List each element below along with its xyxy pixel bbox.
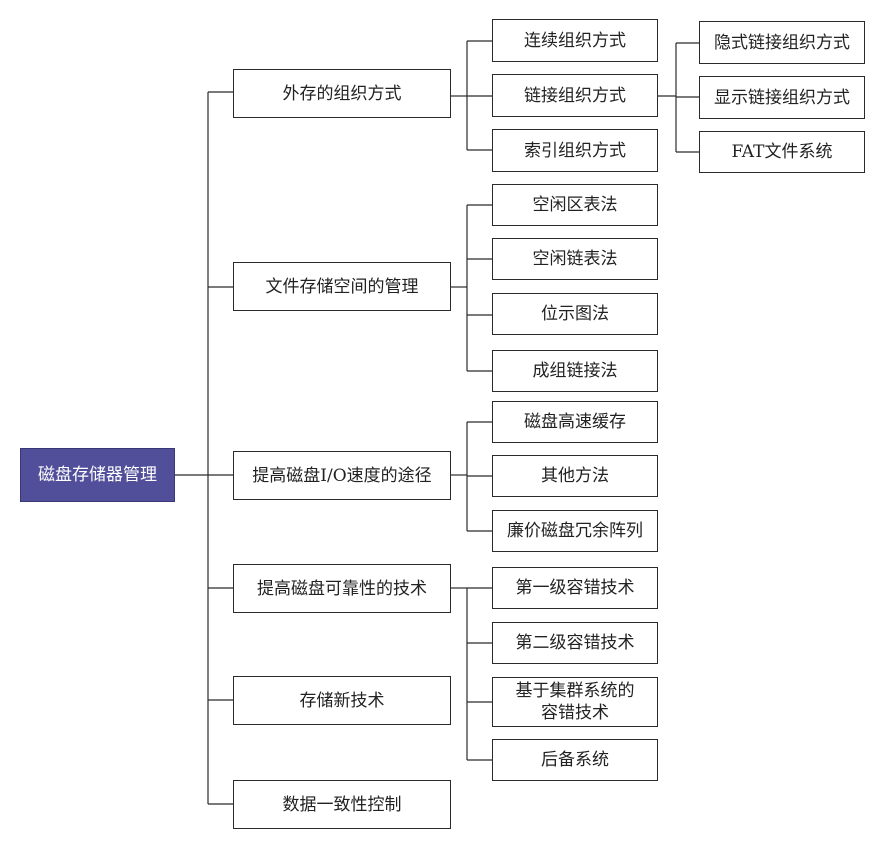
leaf-node-sft-level1: 第一级容错技术 [492,567,658,609]
leaf-node-contiguous: 连续组织方式 [492,19,658,62]
leaf-node-bitmap: 位示图法 [492,293,658,335]
leaf-node-raid: 廉价磁盘冗余阵列 [492,510,658,552]
leaf-node-other-methods: 其他方法 [492,455,658,497]
branch-node-new-storage-tech: 存储新技术 [233,676,451,725]
branch-node-reliability: 提高磁盘可靠性的技术 [233,564,451,613]
branch-node-data-consistency: 数据一致性控制 [233,780,451,829]
leaf-node-free-list: 空闲链表法 [492,238,658,280]
leaf-node-disk-cache: 磁盘高速缓存 [492,401,658,443]
branch-node-free-space-management: 文件存储空间的管理 [233,262,451,311]
leaf-node-sft-level2: 第二级容错技术 [492,622,658,664]
leaf-node-cluster-fault-tolerance: 基于集群系统的 容错技术 [492,677,658,727]
leaf-node-grouped-linking: 成组链接法 [492,350,658,392]
leaf-node-explicit-linked: 显示链接组织方式 [699,76,865,119]
root-node: 磁盘存储器管理 [20,448,175,502]
branch-node-storage-organization: 外存的组织方式 [233,69,451,118]
leaf-node-backup-system: 后备系统 [492,739,658,781]
leaf-node-implicit-linked: 隐式链接组织方式 [699,21,865,64]
leaf-node-free-table: 空闲区表法 [492,184,658,226]
leaf-node-indexed: 索引组织方式 [492,129,658,172]
leaf-node-fat: FAT文件系统 [699,131,865,173]
leaf-node-linked: 链接组织方式 [492,74,658,117]
branch-node-io-speed: 提高磁盘I/O速度的途径 [233,451,451,500]
